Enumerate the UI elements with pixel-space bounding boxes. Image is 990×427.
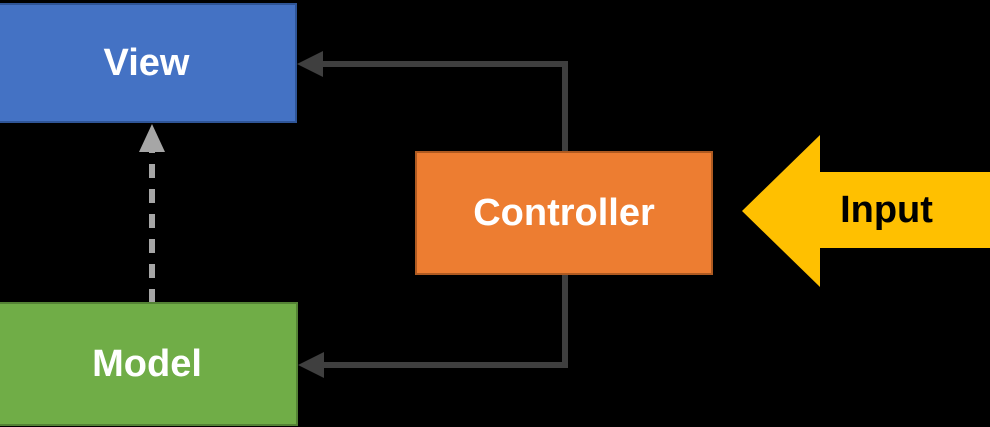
edge-controller-to-model-arrowhead-icon (298, 352, 324, 378)
node-input-label: Input (840, 188, 933, 231)
node-controller: Controller (415, 151, 713, 275)
node-model: Model (0, 302, 298, 426)
node-model-label: Model (92, 342, 202, 385)
input-block-arrow (742, 135, 990, 287)
edge-model-to-view-arrowhead-icon (139, 124, 165, 152)
edge-controller-to-model (321, 275, 568, 368)
node-view-label: View (103, 41, 190, 84)
edge-controller-to-view (320, 61, 568, 151)
node-view: View (0, 3, 297, 123)
node-controller-label: Controller (473, 191, 655, 234)
node-input: Input (820, 172, 953, 248)
edge-controller-to-view-arrowhead-icon (297, 51, 323, 77)
